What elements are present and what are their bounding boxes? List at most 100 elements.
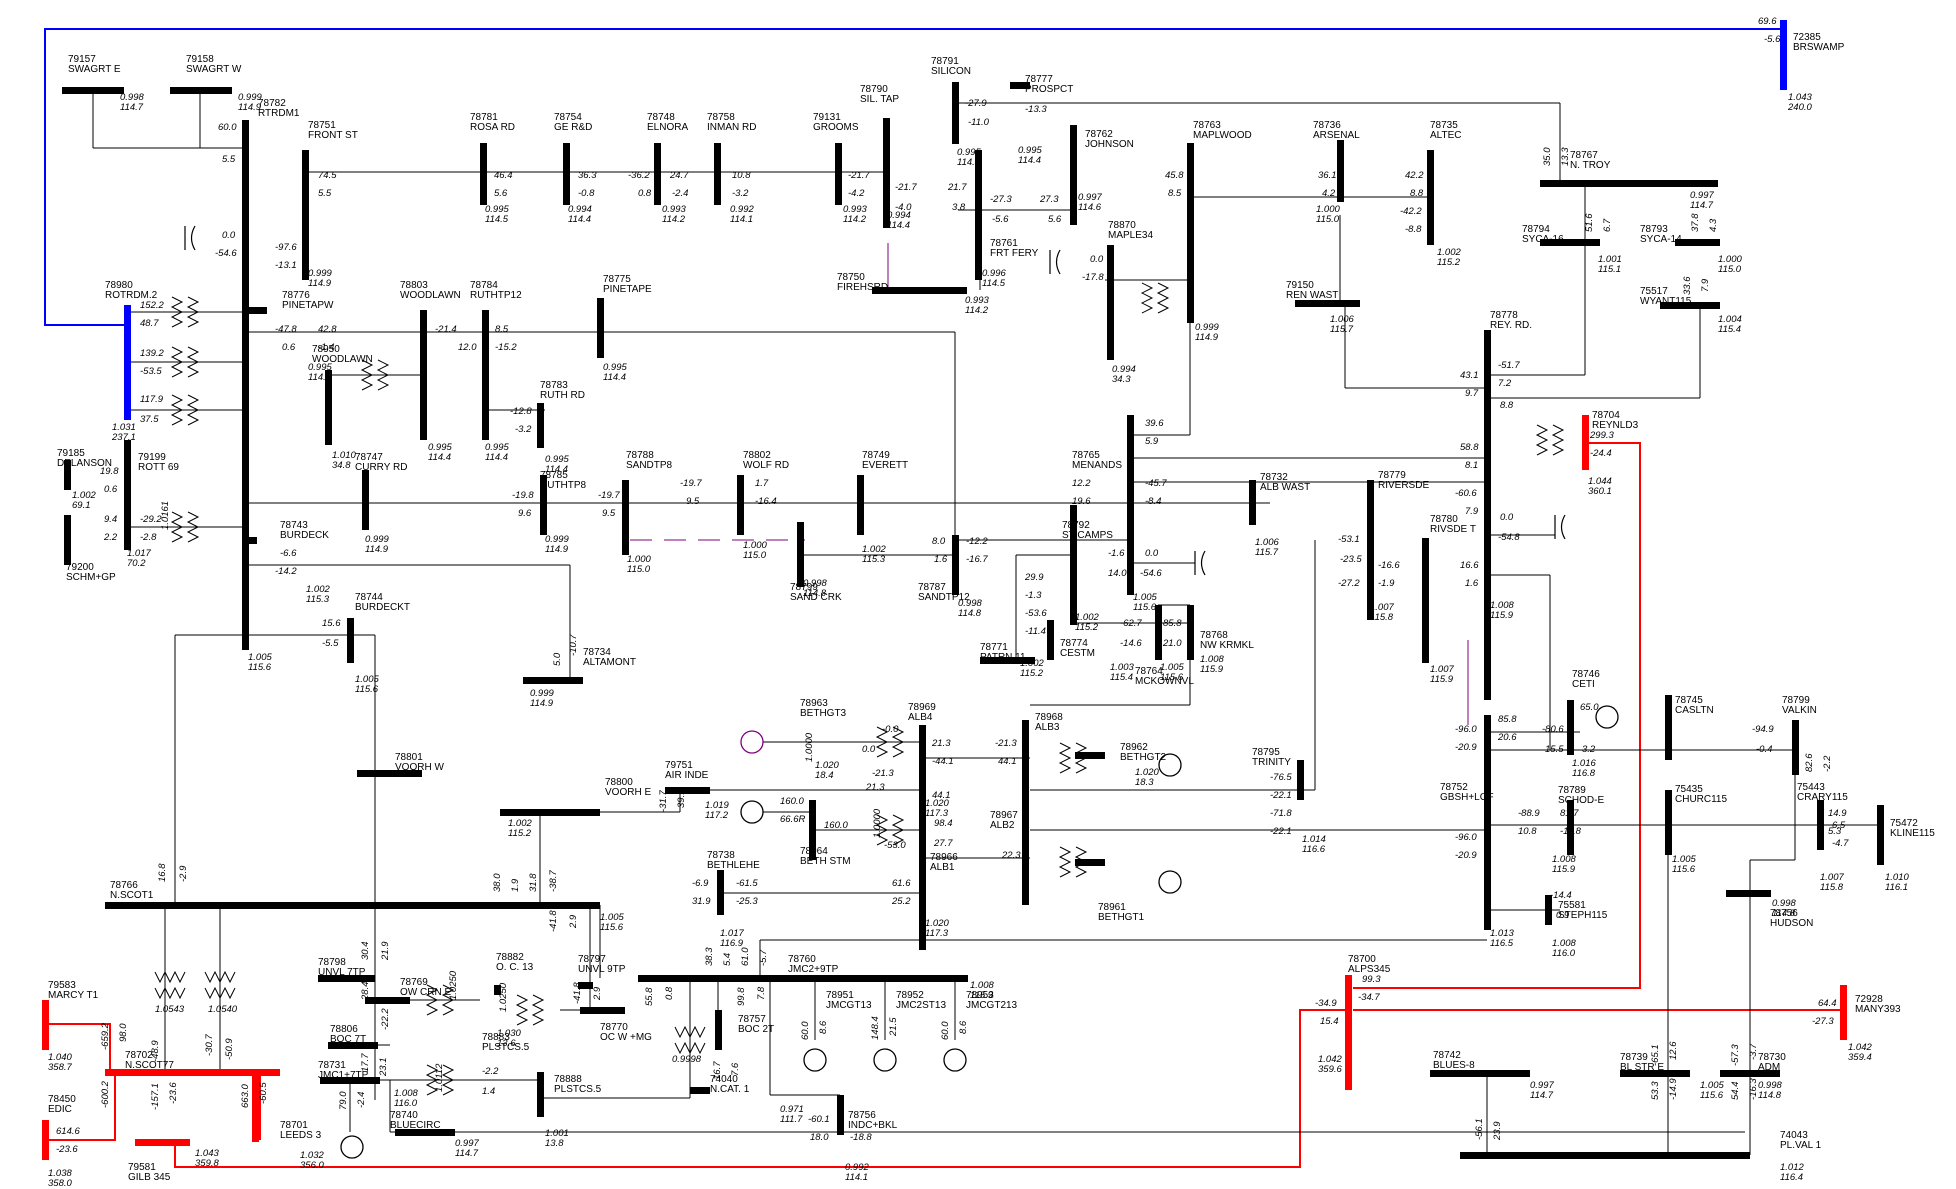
transformer-icon[interactable]: [204, 970, 236, 1000]
bus-bar[interactable]: [480, 143, 487, 205]
generator-icon[interactable]: [873, 1048, 897, 1072]
bus-bar[interactable]: [1720, 1070, 1780, 1077]
bus-bar[interactable]: [1460, 1152, 1750, 1159]
bus-bar[interactable]: [1070, 505, 1077, 625]
bus-bar[interactable]: [1620, 1070, 1690, 1077]
bus-bar[interactable]: [883, 118, 890, 228]
bus-bar[interactable]: [64, 515, 71, 565]
generator-icon[interactable]: [740, 730, 764, 754]
bus-bar[interactable]: [714, 143, 721, 205]
bus-bar[interactable]: [1107, 245, 1114, 360]
tie-line-brswamp-rotrdm2[interactable]: [44, 28, 1783, 326]
transformer-icon[interactable]: [425, 1064, 455, 1096]
bus-bar[interactable]: [1840, 985, 1847, 1040]
bus-bar[interactable]: [1187, 605, 1194, 660]
transformer-icon[interactable]: [1535, 424, 1565, 456]
bus-bar[interactable]: [500, 809, 600, 816]
bus-bar[interactable]: [797, 522, 804, 587]
bus-bar[interactable]: [737, 475, 744, 535]
bus-bar[interactable]: [1780, 20, 1787, 90]
bus-bar[interactable]: [1484, 330, 1491, 700]
bus-bar[interactable]: [523, 677, 583, 684]
bus-bar[interactable]: [242, 120, 249, 650]
bus-bar[interactable]: [665, 787, 710, 794]
bus-bar[interactable]: [835, 143, 842, 205]
bus-bar[interactable]: [1427, 150, 1434, 245]
bus-bar[interactable]: [1070, 125, 1077, 225]
bus-bar[interactable]: [1877, 805, 1884, 865]
bus-bar[interactable]: [1075, 752, 1105, 759]
generator-icon[interactable]: [1158, 870, 1182, 894]
bus-bar[interactable]: [638, 975, 968, 982]
bus-bar[interactable]: [42, 1120, 49, 1160]
bus-bar[interactable]: [328, 1042, 378, 1049]
generator-icon[interactable]: [1595, 705, 1619, 729]
bus-bar[interactable]: [919, 725, 926, 840]
transformer-icon[interactable]: [170, 346, 200, 378]
line-345-alps-gilb[interactable]: [174, 1009, 1348, 1168]
generator-icon[interactable]: [1158, 753, 1182, 777]
transformer-icon[interactable]: [1140, 282, 1170, 314]
bus-bar[interactable]: [1187, 143, 1194, 323]
bus-bar[interactable]: [622, 480, 629, 555]
bus-bar[interactable]: [1665, 695, 1672, 760]
bus-bar[interactable]: [872, 287, 967, 294]
transformer-icon[interactable]: [360, 359, 390, 391]
bus-bar[interactable]: [1047, 620, 1054, 660]
bus-bar[interactable]: [809, 800, 816, 860]
bus-bar[interactable]: [482, 310, 489, 440]
bus-bar[interactable]: [1817, 800, 1824, 850]
bus-bar[interactable]: [494, 985, 501, 995]
bus-bar[interactable]: [124, 440, 131, 550]
bus-bar[interactable]: [395, 1129, 455, 1136]
bus-bar[interactable]: [1155, 605, 1162, 660]
bus-bar[interactable]: [857, 475, 864, 535]
transformer-icon[interactable]: [515, 994, 545, 1026]
bus-bar[interactable]: [62, 87, 124, 94]
bus-bar[interactable]: [975, 150, 982, 280]
bus-bar[interactable]: [717, 870, 724, 915]
bus-bar[interactable]: [1430, 1070, 1530, 1077]
bus-bar[interactable]: [715, 1010, 722, 1050]
transformer-icon[interactable]: [425, 984, 455, 1016]
bus-bar[interactable]: [1345, 975, 1352, 1090]
bus-bar[interactable]: [537, 403, 544, 448]
bus-bar[interactable]: [1484, 715, 1491, 930]
